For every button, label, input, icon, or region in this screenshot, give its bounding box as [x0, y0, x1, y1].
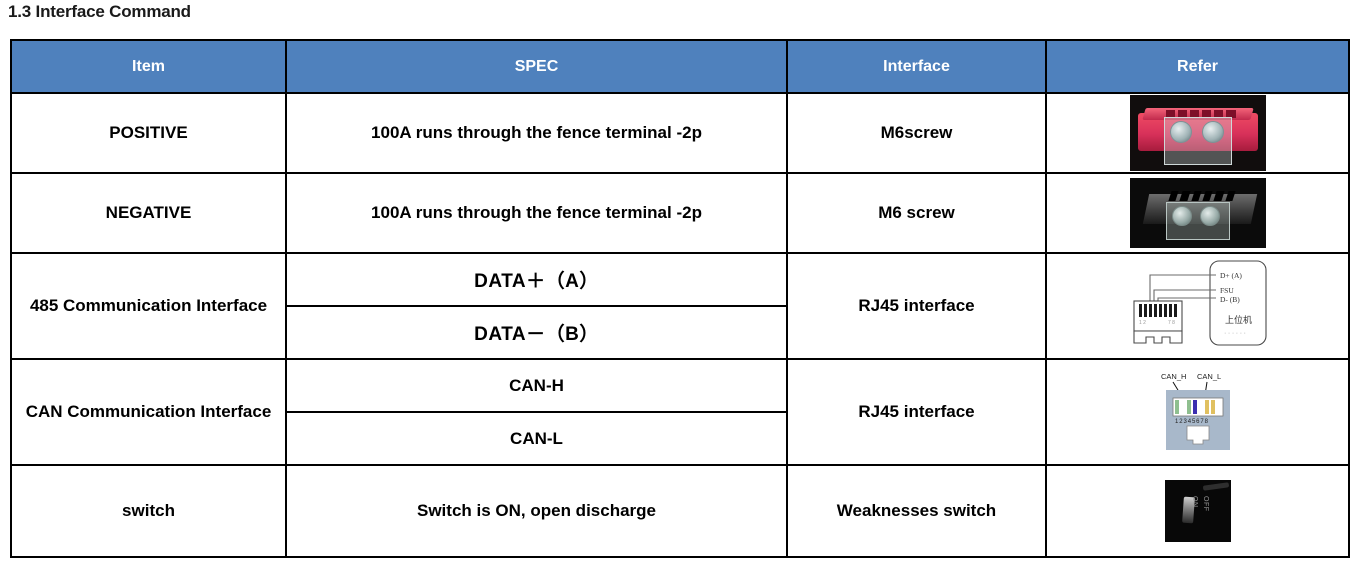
table-row-switch: switch Switch is ON, open discharge Weak… — [10, 464, 1350, 558]
cell-refer-negative — [1045, 172, 1350, 254]
cell-item-can: CAN Communication Interface — [10, 358, 287, 466]
refer-image-wrap: 1 2 7 8 D+ (A) FSU D- (B) 上位机 ······ — [1047, 257, 1348, 355]
table-row-positive: POSITIVE 100A runs through the fence ter… — [10, 92, 1350, 174]
cell-interface-can: RJ45 interface — [786, 358, 1047, 466]
cell-spec-data-plus: DATA＋（A） — [285, 252, 788, 307]
cell-interface-485: RJ45 interface — [786, 252, 1047, 360]
red-terminal-block-photo-icon — [1129, 95, 1266, 171]
column-header-spec: SPEC — [285, 39, 788, 94]
interface-command-table: Item SPEC Interface Refer POSITIVE 100A … — [10, 39, 1350, 558]
svg-text:7 8: 7 8 — [1168, 320, 1175, 326]
cell-interface-switch: Weaknesses switch — [786, 464, 1047, 558]
table-row-485-a: 485 Communication Interface DATA＋（A） RJ4… — [10, 252, 1350, 360]
svg-text:CAN_H: CAN_H — [1161, 372, 1186, 381]
svg-text:1 2: 1 2 — [1139, 320, 1146, 326]
refer-image-wrap: ON OFF — [1047, 480, 1348, 542]
cell-spec-positive: 100A runs through the fence terminal -2p — [285, 92, 788, 174]
refer-image-wrap: CAN_H CAN_L — [1047, 366, 1348, 458]
svg-text:······: ······ — [1224, 330, 1248, 337]
column-header-item: Item — [10, 39, 287, 94]
svg-text:D+ (A): D+ (A) — [1220, 271, 1242, 280]
cell-interface-positive: M6screw — [786, 92, 1047, 174]
cell-spec-can-l: CAN-L — [285, 411, 788, 466]
svg-text:12345678: 12345678 — [1175, 419, 1209, 425]
table-row-can-b: CAN-L — [11, 411, 1349, 466]
svg-text:FSU: FSU — [1220, 286, 1234, 295]
svg-text:D- (B): D- (B) — [1220, 295, 1240, 304]
table-row-485-b: DATA－（B） — [11, 305, 1349, 360]
svg-text:上位机: 上位机 — [1225, 314, 1252, 326]
column-header-interface: Interface — [786, 39, 1047, 94]
cell-refer-can: CAN_H CAN_L — [1045, 358, 1350, 466]
table-row-can-a: CAN Communication Interface CAN-H RJ45 i… — [10, 358, 1350, 466]
cell-spec-can-h: CAN-H — [285, 358, 788, 413]
table-row-negative: NEGATIVE 100A runs through the fence ter… — [10, 172, 1350, 254]
cell-refer-positive — [1045, 92, 1350, 174]
cell-item-switch: switch — [10, 464, 287, 558]
switch-label-off: OFF — [1201, 496, 1209, 512]
cell-spec-data-minus: DATA－（B） — [285, 305, 788, 360]
cell-refer-switch: ON OFF — [1045, 464, 1350, 558]
cell-refer-485: 1 2 7 8 D+ (A) FSU D- (B) 上位机 ······ — [1045, 252, 1350, 360]
refer-image-wrap — [1047, 178, 1348, 248]
cell-item-positive: POSITIVE — [10, 92, 287, 174]
refer-image-wrap — [1047, 95, 1348, 171]
column-header-refer: Refer — [1045, 39, 1350, 94]
black-terminal-block-photo-icon — [1129, 178, 1266, 248]
svg-text:CAN_L: CAN_L — [1197, 372, 1221, 381]
cell-interface-negative: M6 screw — [786, 172, 1047, 254]
cell-spec-negative: 100A runs through the fence terminal -2p — [285, 172, 788, 254]
table-header-row: Item SPEC Interface Refer — [10, 39, 1350, 94]
rj45-can-pinout-diagram-icon: CAN_H CAN_L — [1156, 366, 1239, 458]
switch-label-on: ON — [1190, 496, 1198, 508]
cell-spec-switch: Switch is ON, open discharge — [285, 464, 788, 558]
page-title: 1.3 Interface Command — [8, 2, 191, 21]
rocker-switch-photo-icon: ON OFF — [1164, 480, 1231, 542]
rj45-485-wiring-diagram-icon: 1 2 7 8 D+ (A) FSU D- (B) 上位机 ······ — [1123, 257, 1272, 355]
cell-item-485: 485 Communication Interface — [10, 252, 287, 360]
cell-item-negative: NEGATIVE — [10, 172, 287, 254]
